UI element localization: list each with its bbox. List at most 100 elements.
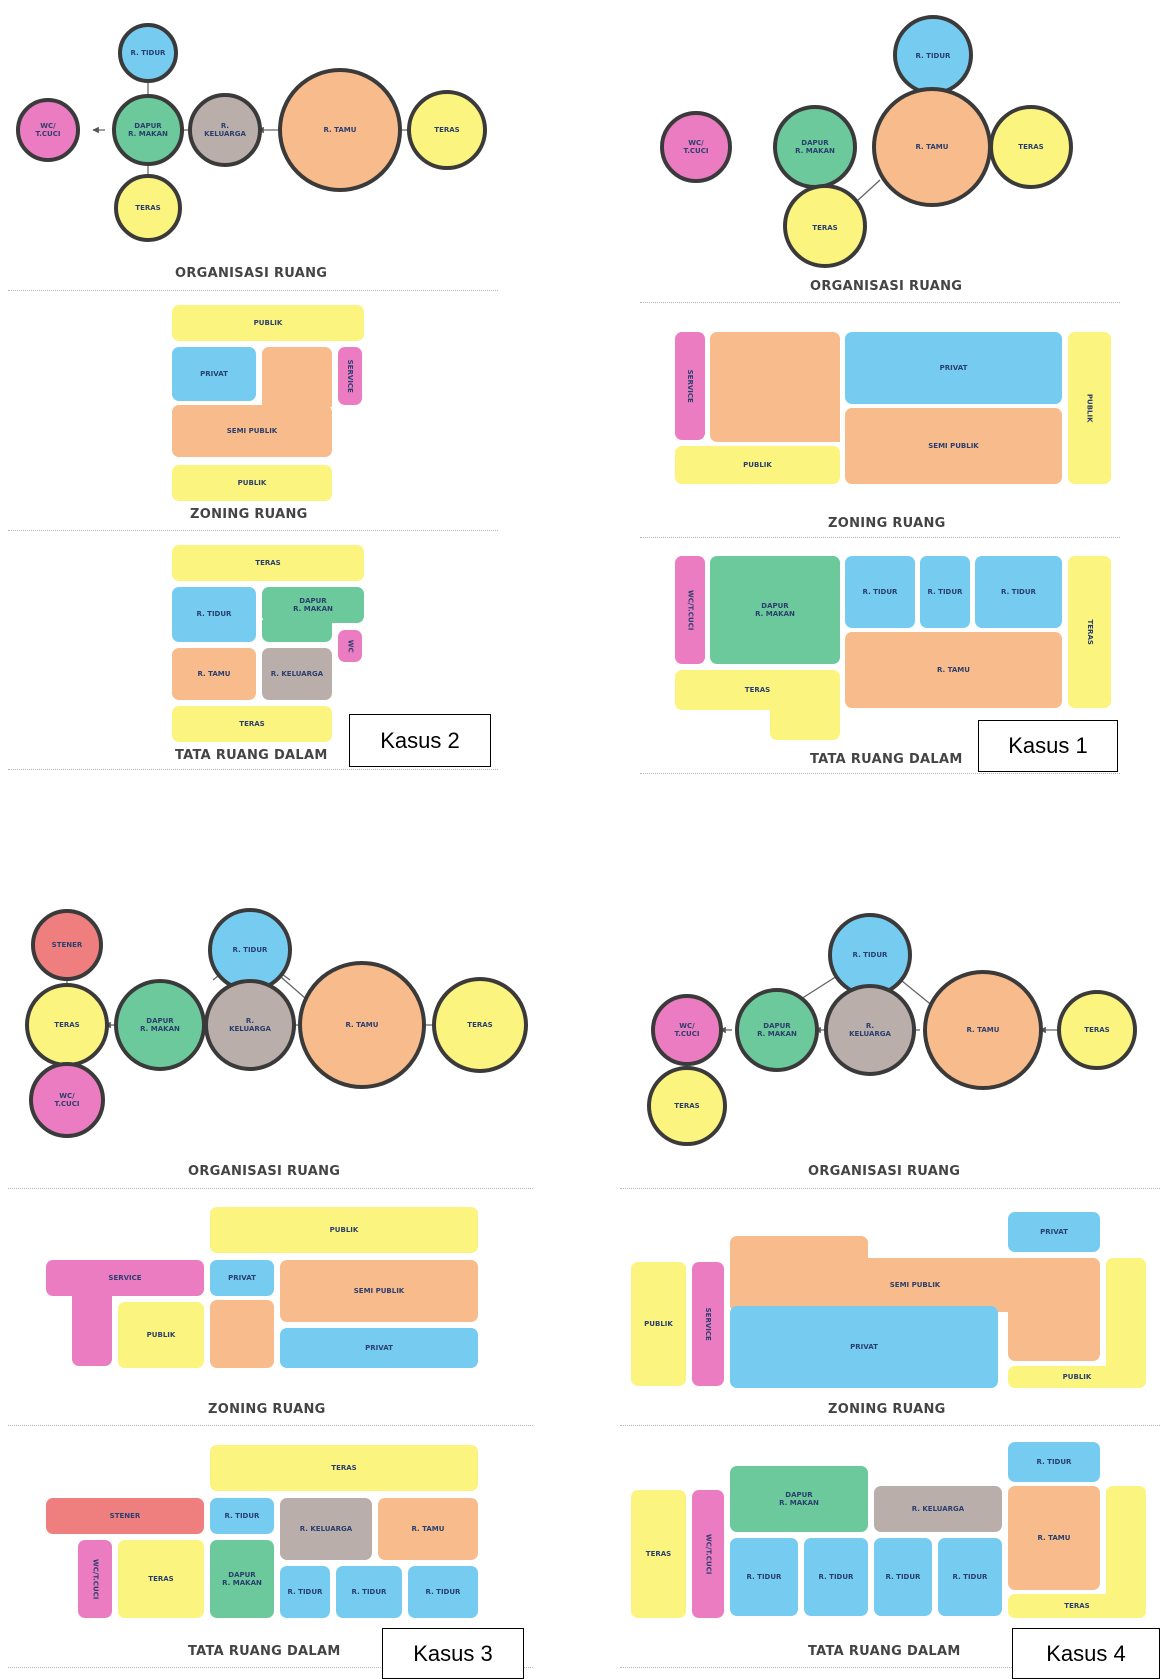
zoning-ruang-title: ZONING RUANG bbox=[828, 1402, 946, 1417]
room-teras: TERAS bbox=[1068, 556, 1111, 708]
bubble-r-keluarga: R. KELUARGA bbox=[204, 121, 246, 138]
tata-ruang-dalam-title: TATA RUANG DALAM bbox=[188, 1644, 341, 1659]
room-r-tamu: R. TAMU bbox=[1008, 1486, 1100, 1590]
room-dapur-r-makan: DAPUR R. MAKAN bbox=[710, 556, 840, 664]
room-r-tamu: R. TAMU bbox=[172, 648, 256, 700]
room-r-tidur: R. TIDUR bbox=[172, 587, 256, 642]
room-dapur-r-makan: DAPUR R. MAKAN bbox=[210, 1540, 274, 1618]
bubble-r-keluarga: R. KELUARGA bbox=[849, 1021, 891, 1038]
zone-publik: PUBLIK bbox=[172, 465, 332, 501]
bubble-teras: TERAS bbox=[1084, 1025, 1110, 1034]
kasus-4-bubble-diagram bbox=[647, 913, 1137, 1146]
bubble-dapur-r-makan: DAPUR R. MAKAN bbox=[795, 138, 835, 155]
organisasi-ruang-title: ORGANISASI RUANG bbox=[808, 1164, 961, 1179]
room-dapur-r-makan-lower bbox=[262, 620, 332, 642]
room-r-tidur: R. TIDUR bbox=[845, 556, 915, 628]
zoning-ruang-title: ZONING RUANG bbox=[190, 507, 308, 522]
room-r-tidur: R. TIDUR bbox=[804, 1538, 868, 1616]
kasus-2-panel: R. TIDUR WC/ T.CUCI DAPUR R. MAKAN TERAS… bbox=[0, 0, 500, 770]
kasus-2-bubble-diagram bbox=[16, 23, 487, 242]
zone-privat: PRIVAT bbox=[210, 1260, 274, 1296]
zone-privat: PRIVAT bbox=[845, 332, 1062, 404]
zone-semi-publik-lower bbox=[210, 1300, 274, 1368]
zone-publik: PUBLIK bbox=[631, 1262, 686, 1386]
separator bbox=[8, 530, 498, 531]
room-wc-t-cuci: WC/T.CUCI bbox=[78, 1540, 112, 1618]
room-teras: TERAS bbox=[210, 1445, 478, 1491]
bubble-teras: TERAS bbox=[54, 1020, 80, 1029]
room-teras-extension bbox=[770, 706, 840, 740]
zone-service: SERVICE bbox=[338, 347, 362, 405]
separator bbox=[620, 1425, 1160, 1426]
zone-service: SERVICE bbox=[692, 1262, 724, 1386]
bubble-r-tidur: R. TIDUR bbox=[852, 950, 888, 959]
bubble-teras: TERAS bbox=[467, 1020, 493, 1029]
room-wc-t-cuci: WC/T.CUCI bbox=[675, 556, 705, 664]
kasus-4-panel: R. TIDUR WC/ T.CUCI DAPUR R. MAKAN R. KE… bbox=[620, 880, 1164, 1679]
room-teras: TERAS bbox=[631, 1490, 686, 1618]
bubble-r-tamu: R. TAMU bbox=[345, 1020, 379, 1029]
zoning-ruang-title: ZONING RUANG bbox=[828, 516, 946, 531]
room-r-keluarga: R. KELUARGA bbox=[874, 1486, 1002, 1532]
room-r-tidur: R. TIDUR bbox=[938, 1538, 1002, 1616]
organisasi-ruang-title: ORGANISASI RUANG bbox=[175, 266, 328, 281]
zone-semi-publik: SEMI PUBLIK bbox=[280, 1260, 478, 1322]
room-teras: TERAS bbox=[675, 670, 840, 710]
zone-service: SERVICE bbox=[46, 1260, 204, 1296]
room-wc-t-cuci: WC/T.CUCI bbox=[692, 1490, 724, 1618]
room-r-tidur: R. TIDUR bbox=[336, 1566, 402, 1618]
room-teras: TERAS bbox=[118, 1540, 204, 1618]
room-teras: TERAS bbox=[1008, 1594, 1146, 1618]
kasus-3-bubble-diagram bbox=[25, 908, 528, 1138]
separator bbox=[640, 302, 1120, 303]
room-r-tidur: R. TIDUR bbox=[920, 556, 970, 628]
kasus-1-label: Kasus 1 bbox=[978, 720, 1118, 772]
room-r-tidur: R. TIDUR bbox=[210, 1498, 274, 1534]
tata-ruang-dalam-title: TATA RUANG DALAM bbox=[808, 1644, 961, 1659]
zone-semi-publik: SEMI PUBLIK bbox=[730, 1258, 1100, 1312]
room-teras: TERAS bbox=[172, 706, 332, 742]
room-r-keluarga: R. KELUARGA bbox=[280, 1498, 372, 1560]
room-stener: STENER bbox=[46, 1498, 204, 1534]
zoning-ruang-title: ZONING RUANG bbox=[208, 1402, 326, 1417]
kasus-2-label: Kasus 2 bbox=[349, 714, 491, 767]
room-teras: TERAS bbox=[172, 545, 364, 581]
bubble-r-tamu: R. TAMU bbox=[966, 1025, 1000, 1034]
kasus-3-panel: STENER TERAS WC/ T.CUCI DAPUR R. MAKAN R… bbox=[0, 880, 540, 1679]
kasus-1-bubble-diagram bbox=[660, 15, 1073, 268]
bubble-wc-t-cuci: WC/ T.CUCI bbox=[674, 1021, 700, 1038]
separator bbox=[8, 290, 498, 291]
zone-privat: PRIVAT bbox=[280, 1328, 478, 1368]
bubble-r-tamu: R. TAMU bbox=[323, 125, 357, 134]
room-wc: WC bbox=[338, 630, 362, 662]
room-r-tidur: R. TIDUR bbox=[874, 1538, 932, 1616]
zone-privat: PRIVAT bbox=[1008, 1212, 1100, 1252]
zone-publik: PUBLIK bbox=[210, 1207, 478, 1253]
separator bbox=[640, 537, 1120, 538]
bubble-r-tidur: R. TIDUR bbox=[130, 48, 166, 57]
room-r-tidur: R. TIDUR bbox=[280, 1566, 330, 1618]
zone-semi-publik-right bbox=[1008, 1305, 1100, 1361]
room-r-tamu: R. TAMU bbox=[845, 632, 1062, 708]
zone-publik: PUBLIK bbox=[675, 446, 840, 484]
room-r-tamu: R. TAMU bbox=[378, 1498, 478, 1560]
room-r-tidur: R. TIDUR bbox=[975, 556, 1062, 628]
tata-ruang-dalam-title: TATA RUANG DALAM bbox=[175, 748, 328, 763]
bubble-r-tidur: R. TIDUR bbox=[232, 945, 268, 954]
bubble-wc-t-cuci: WC/ T.CUCI bbox=[35, 121, 61, 138]
room-r-tidur: R. TIDUR bbox=[408, 1566, 478, 1618]
bubble-wc-t-cuci: WC/ T.CUCI bbox=[683, 138, 709, 155]
bubble-wc-t-cuci: WC/ T.CUCI bbox=[54, 1091, 80, 1108]
organisasi-ruang-title: ORGANISASI RUANG bbox=[810, 279, 963, 294]
zone-service: SERVICE bbox=[675, 332, 705, 440]
organisasi-ruang-title: ORGANISASI RUANG bbox=[188, 1164, 341, 1179]
separator bbox=[8, 769, 498, 770]
bubble-dapur-r-makan: DAPUR R. MAKAN bbox=[140, 1016, 180, 1033]
kasus-4-label: Kasus 4 bbox=[1012, 1628, 1160, 1679]
kasus-1-panel: R. TIDUR WC/ T.CUCI DAPUR R. MAKAN R. TA… bbox=[640, 0, 1164, 775]
bubble-stener: STENER bbox=[51, 940, 83, 949]
separator bbox=[620, 1188, 1160, 1189]
zone-privat: PRIVAT bbox=[172, 347, 256, 401]
bubble-teras: TERAS bbox=[434, 125, 460, 134]
